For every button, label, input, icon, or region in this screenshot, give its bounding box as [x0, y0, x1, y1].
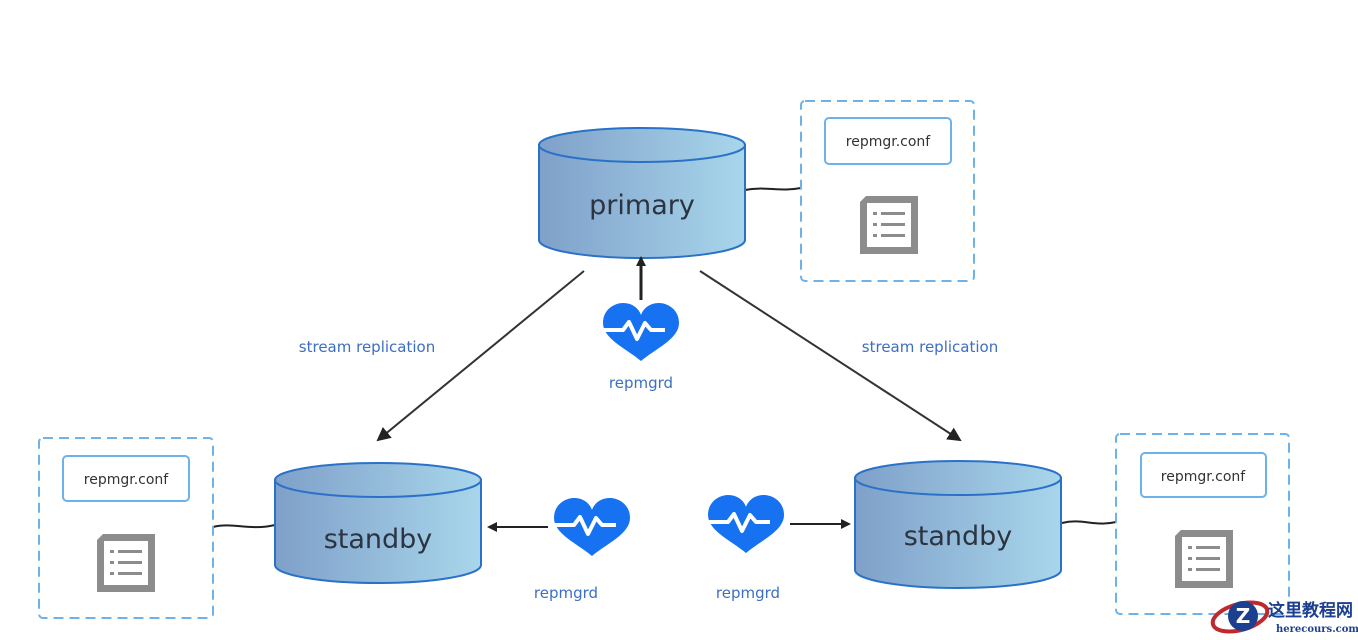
daemon-label-right: repmgrd [716, 584, 780, 602]
document-list-icon [1175, 530, 1233, 588]
heartbeat-icon [706, 493, 786, 555]
config-file-label: repmgr.conf [1161, 469, 1247, 485]
daemon-label-left: repmgrd [534, 584, 598, 602]
watermark-logo: Z 这里教程网 herecours.com [1210, 600, 1358, 635]
standby-right-label: standby [904, 521, 1013, 552]
config-box-primary: repmgr.conf [800, 100, 975, 282]
standby-left-node[interactable]: standby [274, 462, 482, 584]
heartbeat-icon [552, 496, 632, 558]
svg-text:Z: Z [1236, 604, 1251, 628]
replication-arrow-left [376, 270, 585, 442]
watermark-site: herecours.com [1276, 624, 1358, 635]
config-box-standby-right: repmgr.conf [1115, 433, 1290, 615]
config-file-label: repmgr.conf [846, 134, 932, 150]
standby-right-node[interactable]: standby [854, 460, 1062, 589]
connector-right-config [1061, 520, 1117, 525]
connector-primary-config [744, 187, 802, 191]
config-box-standby-left: repmgr.conf [38, 437, 214, 619]
replication-label-right: stream replication [862, 338, 998, 356]
watermark-title: 这里教程网 [1268, 600, 1353, 621]
standby-left-label: standby [324, 524, 433, 555]
primary-node[interactable]: primary [538, 127, 746, 259]
document-list-icon [860, 196, 918, 254]
daemon-label-primary: repmgrd [609, 374, 673, 392]
primary-label: primary [589, 190, 695, 221]
replication-arrow-right [699, 270, 962, 442]
config-file-label: repmgr.conf [84, 472, 170, 488]
connector-left-config [212, 524, 276, 529]
replication-label-left: stream replication [299, 338, 435, 356]
document-list-icon [97, 534, 155, 592]
heartbeat-icon [601, 301, 681, 363]
